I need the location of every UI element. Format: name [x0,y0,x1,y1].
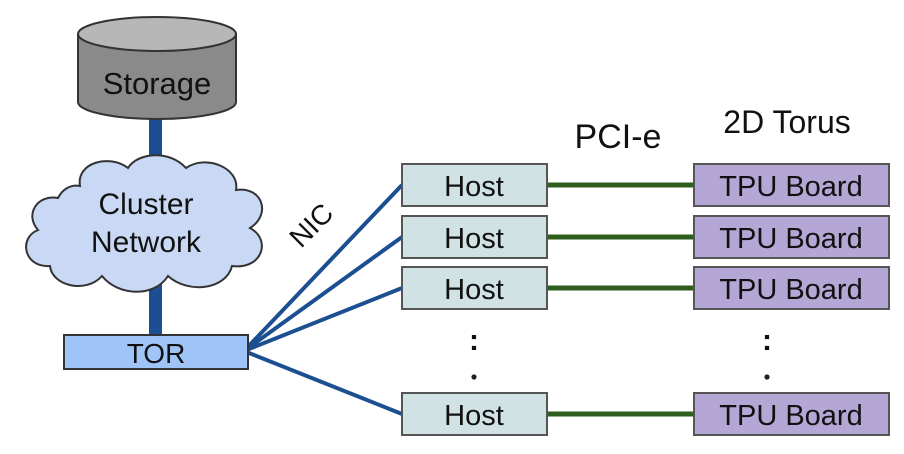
host-box-3: Host [401,266,548,310]
nic-link-4 [243,349,403,416]
host-ellipsis-top: : [469,324,479,357]
pcie-links [546,182,694,417]
nic-link-3 [243,286,403,353]
storage-cylinder: Storage [77,16,237,120]
host-box-4: Host [401,392,548,436]
cluster-network-label-line1: Cluster [98,188,193,221]
host-label: Host [444,274,504,306]
storage-label: Storage [103,66,212,101]
host-box-2: Host [401,215,548,259]
cluster-network-cloud: Cluster Network [25,154,264,293]
nic-links [242,183,404,416]
tpu-board-4: TPU Board [693,392,890,436]
host-label: Host [444,400,504,432]
tpu-board-label: TPU Board [719,274,862,306]
nic-link-2 [242,235,404,353]
tpu-board-1: TPU Board [693,163,890,207]
tpu-ellipsis-top: : [762,324,772,357]
tpu-board-2: TPU Board [693,215,890,259]
tor-label: TOR [127,338,186,369]
tpu-dot-lower [764,374,770,380]
cluster-network-label-line2: Network [91,226,202,259]
tpu-board-label: TPU Board [719,400,862,432]
nic-label: NIC [283,197,339,253]
pcie-label: PCI-e [575,118,662,156]
tpu-board-label: TPU Board [719,171,862,203]
host-dot-lower [471,374,477,380]
torus-label: 2D Torus [723,104,850,140]
host-box-1: Host [401,163,548,207]
tpu-board-3: TPU Board [693,266,890,310]
host-label: Host [444,223,504,255]
host-label: Host [444,171,504,203]
nic-link-1 [242,183,404,353]
tpu-board-label: TPU Board [719,223,862,255]
tor-switch: TOR [63,334,249,370]
